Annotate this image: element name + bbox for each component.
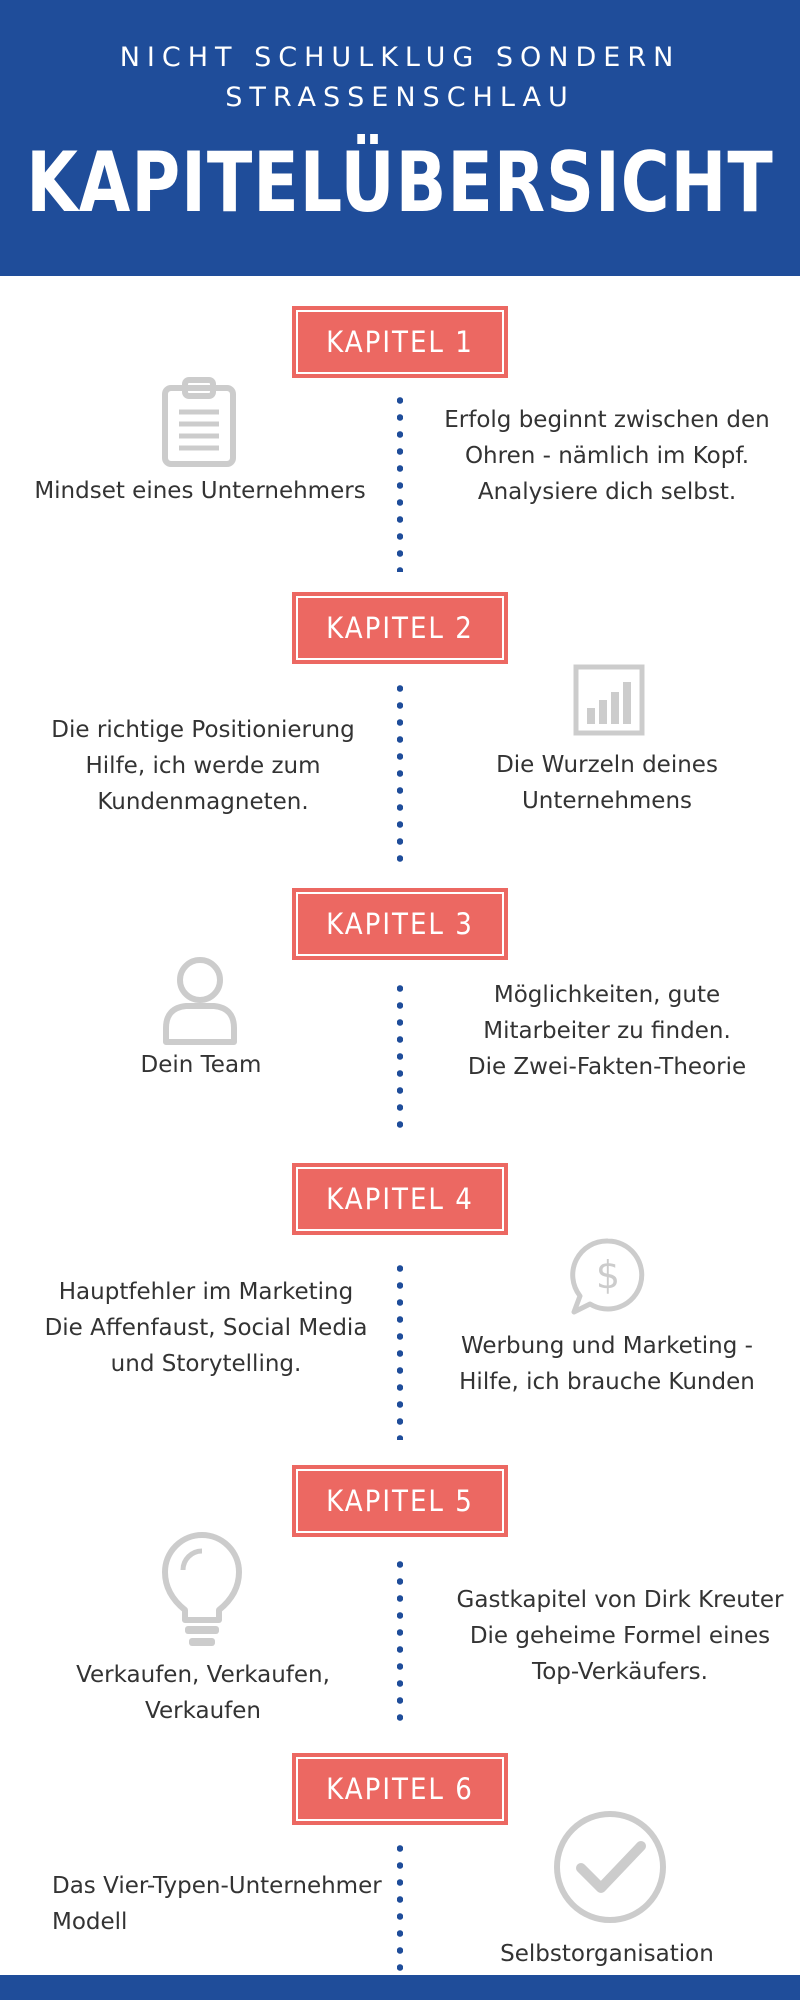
text-line: Mindset eines Unternehmers <box>34 478 366 504</box>
lightbulb-icon <box>161 1532 243 1650</box>
chapter-6-right-text: Selbstorganisation <box>427 1936 787 1972</box>
chapter-2-badge-label: KAPITEL 2 <box>296 596 504 660</box>
chapter-4-left-text: Hauptfehler im Marketing Die Affenfaust,… <box>20 1274 392 1382</box>
text-line: Hilfe, ich brauche Kunden <box>459 1369 755 1395</box>
page-title: KAPITELÜBERSICHT <box>26 134 774 232</box>
user-icon <box>162 956 238 1046</box>
chapter-6-badge-label: KAPITEL 6 <box>296 1757 504 1821</box>
chapter-1-badge-label: KAPITEL 1 <box>296 310 504 374</box>
svg-text:$: $ <box>596 1253 620 1297</box>
chapter-5-badge: KAPITEL 5 <box>292 1465 508 1537</box>
chapter-5-right-text: Gastkapitel von Dirk Kreuter Die geheime… <box>445 1582 795 1690</box>
chapter-4-badge-label: KAPITEL 4 <box>296 1167 504 1231</box>
chapter-6-badge: KAPITEL 6 <box>292 1753 508 1825</box>
chapter-3-right-text: Möglichkeiten, gute Mitarbeiter zu finde… <box>427 977 787 1085</box>
subtitle: NICHT SCHULKLUG SONDERN STRASSENSCHLAU <box>0 38 800 118</box>
chapter-6-left-text: Das Vier-Typen-Unternehmer Modell <box>52 1868 392 1940</box>
chapter-2-right-text: Die Wurzeln deines Unternehmens <box>427 747 787 819</box>
header-banner: NICHT SCHULKLUG SONDERN STRASSENSCHLAU K… <box>0 0 800 276</box>
subtitle-line-1: NICHT SCHULKLUG SONDERN <box>119 42 681 73</box>
chapter-2-badge: KAPITEL 2 <box>292 592 508 664</box>
text-line: Die Wurzeln deines <box>496 752 718 778</box>
text-line: Erfolg beginnt zwischen den <box>444 407 770 433</box>
text-line: Verkaufen, Verkaufen, <box>76 1662 330 1688</box>
timeline-dots-6 <box>397 1840 403 1972</box>
text-line: Mitarbeiter zu finden. <box>483 1018 731 1044</box>
text-line: Die Affenfaust, Social Media <box>44 1315 368 1341</box>
chapter-1-badge: KAPITEL 1 <box>292 306 508 378</box>
text-line: Dein Team <box>140 1052 262 1078</box>
text-line: Analysiere dich selbst. <box>477 479 737 505</box>
text-line: Verkaufen <box>145 1698 261 1724</box>
text-line: Die richtige Positionierung <box>51 717 355 743</box>
chapter-3-left-text: Dein Team <box>20 1047 382 1083</box>
checkmark-circle-icon <box>553 1810 667 1924</box>
text-line: Das Vier-Typen-Unternehmer <box>52 1873 382 1899</box>
footer-bar <box>0 1975 800 2000</box>
text-line: Modell <box>52 1909 128 1935</box>
text-line: Hilfe, ich werde zum <box>85 753 321 779</box>
text-line: Die Zwei-Fakten-Theorie <box>467 1054 747 1080</box>
timeline-dots-2 <box>397 680 403 866</box>
chapter-4-badge: KAPITEL 4 <box>292 1163 508 1235</box>
dollar-speech-bubble-icon: $ <box>568 1236 648 1316</box>
text-line: Gastkapitel von Dirk Kreuter <box>456 1587 784 1613</box>
chapter-5-badge-label: KAPITEL 5 <box>296 1469 504 1533</box>
text-line: Die geheime Formel eines <box>469 1623 771 1649</box>
timeline-dots-5 <box>397 1556 403 1726</box>
subtitle-line-2: STRASSENSCHLAU <box>225 82 575 113</box>
bar-chart-icon <box>573 664 645 736</box>
chapter-2-left-text: Die richtige Positionierung Hilfe, ich w… <box>20 712 386 820</box>
text-line: Werbung und Marketing - <box>461 1333 753 1359</box>
text-line: Selbstorganisation <box>500 1941 714 1967</box>
text-line: Möglichkeiten, gute <box>493 982 721 1008</box>
clipboard-icon <box>161 376 237 468</box>
timeline-dots-3 <box>397 980 403 1132</box>
text-line: Kundenmagneten. <box>97 789 309 815</box>
chapter-3-badge: KAPITEL 3 <box>292 888 508 960</box>
chapter-3-badge-label: KAPITEL 3 <box>296 892 504 956</box>
chapter-4-right-text: Werbung und Marketing - Hilfe, ich brauc… <box>427 1328 787 1400</box>
timeline-dots-4 <box>397 1260 403 1440</box>
timeline-dots-1 <box>397 392 403 572</box>
text-line: Unternehmens <box>521 788 693 814</box>
text-line: Hauptfehler im Marketing <box>58 1279 354 1305</box>
text-line: Top-Verkäufers. <box>532 1659 708 1685</box>
chapter-5-left-text: Verkaufen, Verkaufen, Verkaufen <box>20 1657 386 1729</box>
text-line: und Storytelling. <box>110 1351 302 1377</box>
chapter-1-left-text: Mindset eines Unternehmers <box>20 473 380 509</box>
text-line: Ohren - nämlich im Kopf. <box>464 443 750 469</box>
chapter-1-right-text: Erfolg beginnt zwischen den Ohren - näml… <box>427 402 787 510</box>
